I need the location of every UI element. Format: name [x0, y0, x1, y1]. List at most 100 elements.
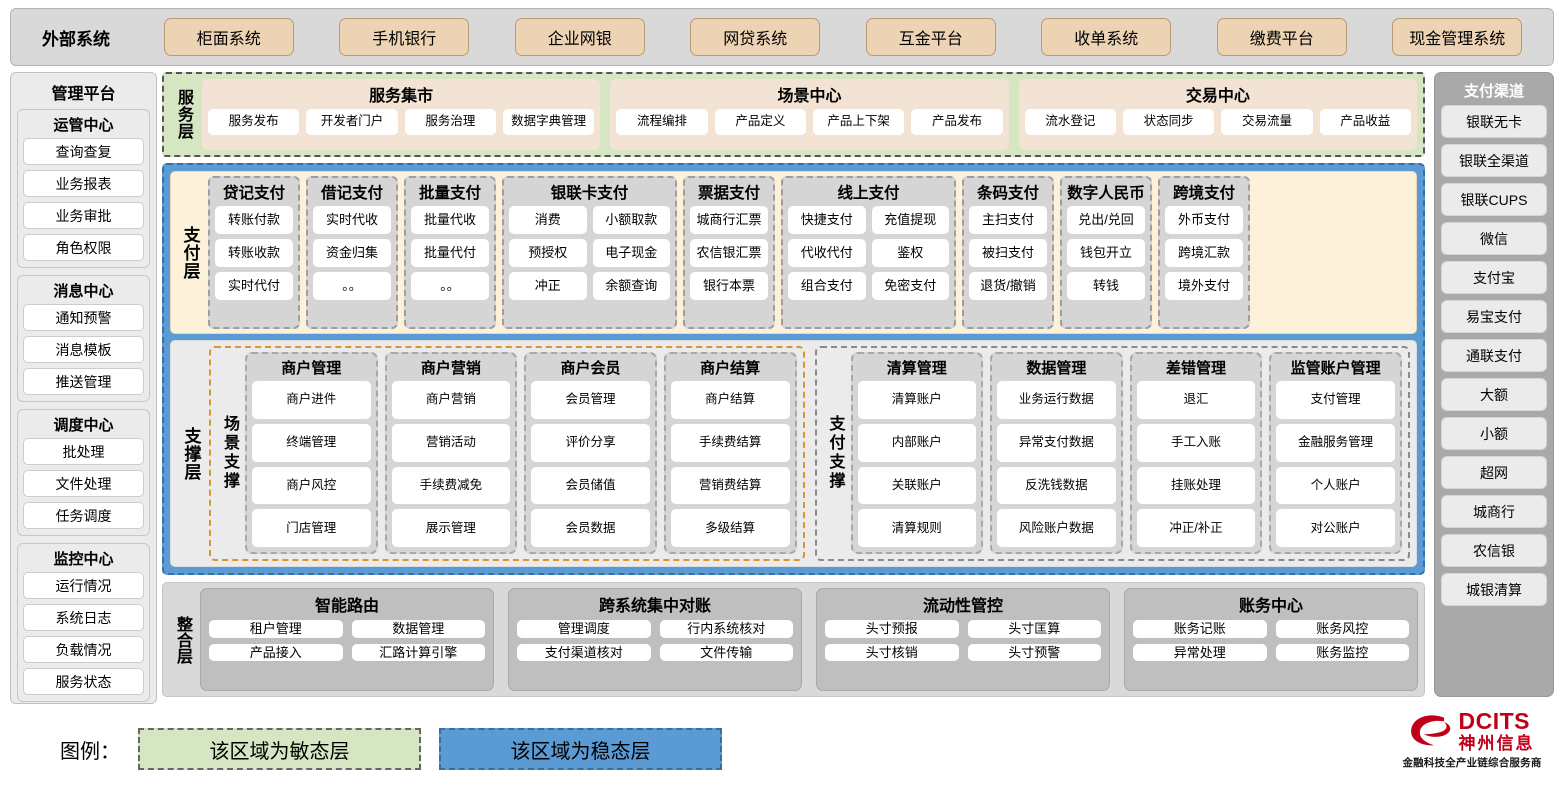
payment-item-5-0-0[interactable]: 快捷支付 — [788, 206, 866, 234]
support-item-1-3-1[interactable]: 金融服务管理 — [1276, 423, 1395, 462]
management-item-0-0[interactable]: 查询查复 — [23, 138, 144, 165]
payment-item-1-0-0[interactable]: 实时代收 — [313, 206, 391, 234]
payment-channel-item-1[interactable]: 银联全渠道 — [1441, 144, 1547, 177]
integration-item-3-0-1[interactable]: 账务风控 — [1275, 620, 1409, 638]
support-item-1-0-2[interactable]: 关联账户 — [857, 466, 977, 505]
external-system-1[interactable]: 手机银行 — [339, 18, 470, 56]
payment-item-8-1-0[interactable]: 跨境汇款 — [1165, 239, 1243, 267]
management-item-3-3[interactable]: 服务状态 — [23, 668, 144, 695]
external-system-7[interactable]: 现金管理系统 — [1392, 18, 1523, 56]
support-item-0-2-1[interactable]: 评价分享 — [531, 423, 650, 462]
service-item-0-2[interactable]: 服务治理 — [404, 109, 496, 135]
integration-item-1-1-1[interactable]: 文件传输 — [659, 643, 793, 662]
service-item-1-2[interactable]: 产品上下架 — [812, 109, 905, 135]
payment-channel-item-4[interactable]: 支付宝 — [1441, 261, 1547, 294]
payment-item-4-1-0[interactable]: 农信银汇票 — [690, 239, 768, 267]
payment-item-7-1-0[interactable]: 钱包开立 — [1067, 239, 1145, 267]
integration-item-2-1-0[interactable]: 头寸核销 — [825, 643, 959, 662]
support-item-0-0-0[interactable]: 商户进件 — [252, 381, 371, 419]
integration-item-3-0-0[interactable]: 账务记账 — [1133, 620, 1267, 638]
support-item-1-2-0[interactable]: 退汇 — [1136, 381, 1256, 419]
payment-channel-item-3[interactable]: 微信 — [1441, 222, 1547, 255]
support-item-1-0-1[interactable]: 内部账户 — [857, 423, 977, 462]
service-item-1-0[interactable]: 流程编排 — [616, 109, 708, 135]
support-item-0-1-0[interactable]: 商户营销 — [391, 381, 511, 419]
integration-item-1-0-0[interactable]: 管理调度 — [517, 620, 651, 638]
management-item-0-2[interactable]: 业务审批 — [23, 202, 144, 229]
payment-item-0-2-0[interactable]: 实时代付 — [215, 272, 293, 300]
support-item-1-3-2[interactable]: 个人账户 — [1276, 466, 1395, 505]
management-item-3-1[interactable]: 系统日志 — [23, 604, 144, 631]
management-item-1-1[interactable]: 消息模板 — [23, 336, 144, 363]
management-item-2-2[interactable]: 任务调度 — [23, 502, 144, 529]
integration-item-0-0-0[interactable]: 租户管理 — [209, 620, 343, 638]
payment-item-8-2-0[interactable]: 境外支付 — [1165, 272, 1243, 300]
support-item-0-1-2[interactable]: 手续费减免 — [391, 466, 511, 505]
payment-channel-item-11[interactable]: 农信银 — [1441, 534, 1547, 567]
support-item-1-2-3[interactable]: 冲正/补正 — [1136, 509, 1256, 547]
payment-item-5-2-1[interactable]: 免密支付 — [871, 272, 949, 300]
payment-item-3-1-0[interactable]: 预授权 — [509, 239, 587, 267]
management-item-2-0[interactable]: 批处理 — [23, 438, 144, 465]
integration-item-2-0-0[interactable]: 头寸预报 — [825, 620, 959, 638]
payment-channel-item-6[interactable]: 通联支付 — [1441, 339, 1547, 372]
payment-item-2-1-0[interactable]: 批量代付 — [411, 239, 489, 267]
support-item-1-1-3[interactable]: 风险账户数据 — [997, 509, 1116, 547]
payment-item-7-0-0[interactable]: 兑出/兑回 — [1067, 206, 1145, 234]
payment-channel-item-0[interactable]: 银联无卡 — [1441, 105, 1547, 138]
service-item-2-1[interactable]: 状态同步 — [1122, 109, 1215, 135]
external-system-5[interactable]: 收单系统 — [1041, 18, 1172, 56]
support-item-0-3-3[interactable]: 多级结算 — [670, 509, 790, 547]
payment-item-2-2-0[interactable]: 。。 — [411, 272, 489, 300]
payment-channel-item-8[interactable]: 小额 — [1441, 417, 1547, 450]
management-item-3-0[interactable]: 运行情况 — [23, 572, 144, 599]
support-item-0-1-3[interactable]: 展示管理 — [391, 509, 511, 547]
payment-item-1-2-0[interactable]: 。。 — [313, 272, 391, 300]
integration-item-3-1-0[interactable]: 异常处理 — [1133, 643, 1267, 662]
service-item-0-1[interactable]: 开发者门户 — [306, 109, 398, 135]
service-item-1-1[interactable]: 产品定义 — [714, 109, 806, 135]
integration-item-2-0-1[interactable]: 头寸匡算 — [967, 620, 1101, 638]
external-system-4[interactable]: 互金平台 — [865, 18, 996, 56]
management-item-2-1[interactable]: 文件处理 — [23, 470, 144, 497]
payment-item-6-1-0[interactable]: 被扫支付 — [969, 239, 1047, 267]
support-item-0-1-1[interactable]: 营销活动 — [391, 423, 511, 462]
management-item-1-2[interactable]: 推送管理 — [23, 368, 144, 395]
payment-channel-item-10[interactable]: 城商行 — [1441, 495, 1547, 528]
payment-item-5-1-1[interactable]: 鉴权 — [871, 239, 949, 267]
support-item-1-1-0[interactable]: 业务运行数据 — [997, 381, 1116, 419]
payment-item-0-0-0[interactable]: 转账付款 — [215, 206, 293, 234]
service-item-2-0[interactable]: 流水登记 — [1024, 109, 1116, 135]
payment-item-4-2-0[interactable]: 银行本票 — [690, 272, 768, 300]
payment-channel-item-7[interactable]: 大额 — [1441, 378, 1547, 411]
management-item-3-2[interactable]: 负载情况 — [23, 636, 144, 663]
payment-item-6-0-0[interactable]: 主扫支付 — [969, 206, 1047, 234]
support-item-1-3-0[interactable]: 支付管理 — [1276, 381, 1395, 419]
integration-item-1-1-0[interactable]: 支付渠道核对 — [517, 643, 651, 662]
support-item-0-3-1[interactable]: 手续费结算 — [670, 423, 790, 462]
payment-item-7-2-0[interactable]: 转钱 — [1067, 272, 1145, 300]
payment-item-0-1-0[interactable]: 转账收款 — [215, 239, 293, 267]
management-item-0-3[interactable]: 角色权限 — [23, 234, 144, 261]
integration-item-0-0-1[interactable]: 数据管理 — [351, 620, 485, 638]
service-item-2-2[interactable]: 交易流量 — [1221, 109, 1313, 135]
integration-item-0-1-1[interactable]: 汇路计算引擎 — [351, 643, 485, 662]
payment-item-5-2-0[interactable]: 组合支付 — [788, 272, 866, 300]
payment-item-5-0-1[interactable]: 充值提现 — [871, 206, 949, 234]
support-item-0-3-2[interactable]: 营销费结算 — [670, 466, 790, 505]
payment-channel-item-9[interactable]: 超网 — [1441, 456, 1547, 489]
payment-channel-item-12[interactable]: 城银清算 — [1441, 573, 1547, 606]
support-item-1-0-3[interactable]: 清算规则 — [857, 509, 977, 547]
support-item-0-0-2[interactable]: 商户风控 — [252, 466, 371, 505]
integration-item-0-1-0[interactable]: 产品接入 — [209, 643, 343, 662]
payment-item-3-1-1[interactable]: 电子现金 — [592, 239, 670, 267]
support-item-1-1-1[interactable]: 异常支付数据 — [997, 423, 1116, 462]
payment-item-6-2-0[interactable]: 退货/撤销 — [969, 272, 1047, 300]
payment-item-5-1-0[interactable]: 代收代付 — [788, 239, 866, 267]
service-item-2-3[interactable]: 产品收益 — [1319, 109, 1411, 135]
integration-item-1-0-1[interactable]: 行内系统核对 — [659, 620, 793, 638]
service-item-0-0[interactable]: 服务发布 — [208, 109, 300, 135]
payment-item-3-2-1[interactable]: 余额查询 — [592, 272, 670, 300]
payment-channel-item-2[interactable]: 银联CUPS — [1441, 183, 1547, 216]
support-item-1-2-2[interactable]: 挂账处理 — [1136, 466, 1256, 505]
